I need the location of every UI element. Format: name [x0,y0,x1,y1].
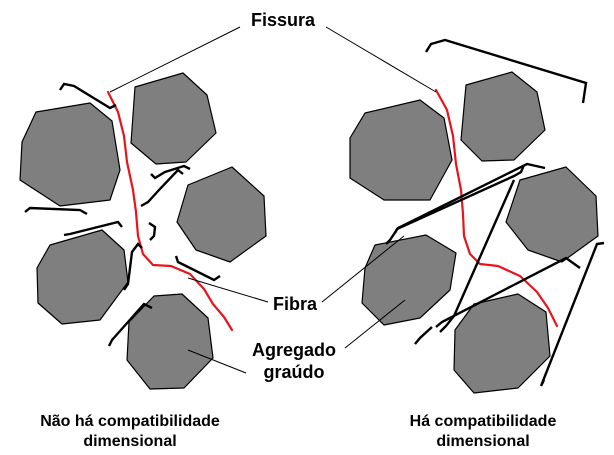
right-panel [349,38,605,394]
right-fiber-3 [393,164,526,234]
left-aggregate-2 [130,72,217,165]
left-fiber-1 [59,82,117,110]
fiber-leader-left [187,277,269,303]
leader-lines [109,26,437,374]
aggregate-label-line2: graúdo [264,362,325,382]
right-caption-line1: Há compatibilidade [410,413,557,430]
left-fiber-6 [123,242,143,291]
left-fiber-3 [140,168,184,208]
right-aggregate-3 [505,166,599,263]
left-aggregate-1 [19,102,121,207]
left-fiber-7 [148,222,157,241]
left-aggregate-4 [36,229,129,325]
aggregate-leader-right [344,299,406,349]
aggregate-leader-left [187,349,247,374]
left-fiber-4 [24,206,88,216]
fiber-label: Fibra [273,294,318,314]
left-fiber-5 [63,220,123,237]
right-fiber-1 [424,38,588,104]
left-fibers [24,82,221,347]
left-panel [19,72,267,390]
left-fiber-2 [150,164,191,180]
left-aggregate-3 [176,166,267,263]
right-fiber-6 [414,326,433,345]
right-fibers [385,38,605,387]
left-aggregate-5 [126,293,214,390]
right-aggregate-5 [453,293,551,394]
right-crack [434,88,559,328]
right-caption-line2: dimensional [436,433,529,450]
left-caption-line2: dimensional [83,433,176,450]
right-aggregate-2 [460,71,546,162]
left-fiber-8 [174,255,221,282]
left-fiber-9 [107,302,153,347]
right-fiber-4 [439,179,516,333]
crack-leader-left [109,26,241,93]
right-aggregate-1 [349,99,453,201]
right-fiber-5 [435,256,581,328]
fiber-leader-right [321,235,405,303]
left-crack [106,90,234,332]
left-caption-line1: Não há compatibilidade [40,413,220,430]
right-aggregate-4 [361,234,457,326]
crack-label: Fissura [251,10,316,30]
aggregate-label-line1: Agregado [252,340,336,360]
right-fiber-7 [539,241,605,387]
crack-leader-right [325,26,437,93]
